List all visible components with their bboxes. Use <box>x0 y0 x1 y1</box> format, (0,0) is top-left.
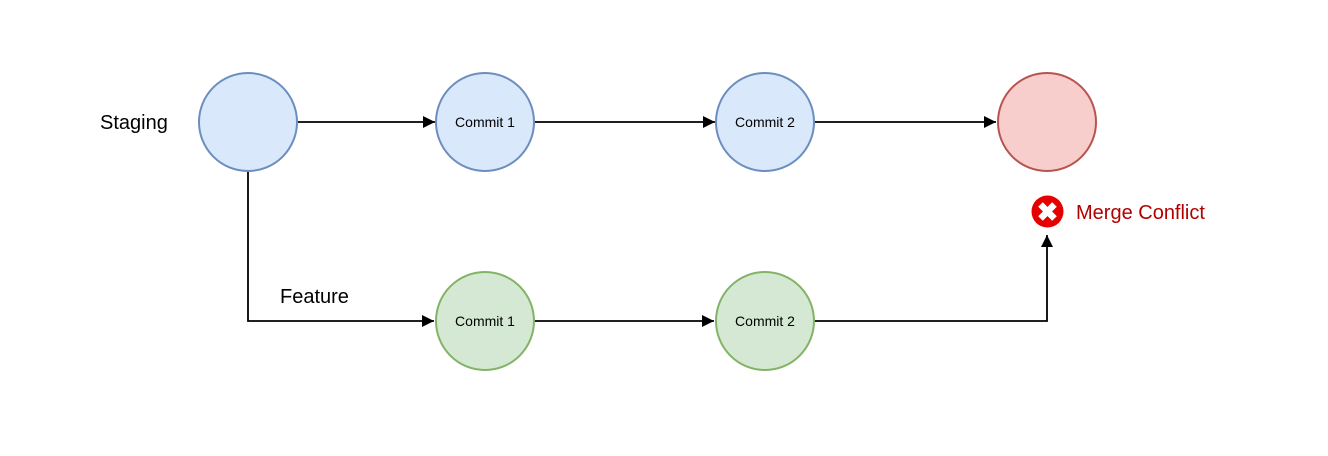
edge-branch-to-feature-commit-1 <box>247 171 434 327</box>
feature-commit-1-circle <box>435 271 535 371</box>
staging-commit-1-label: Commit 1 <box>455 114 515 130</box>
staging-commit-2-circle <box>715 72 815 172</box>
staging-start-node <box>198 72 298 172</box>
merge-target-circle <box>997 72 1097 172</box>
feature-commit-1-label: Commit 1 <box>455 313 515 329</box>
staging-commit-1-node: Commit 1 <box>435 72 535 172</box>
merge-target-node <box>997 72 1097 172</box>
edge-feature-commit-2-to-merge-conflict <box>814 235 1053 322</box>
feature-commit-1-node: Commit 1 <box>435 271 535 371</box>
feature-commit-2-label: Commit 2 <box>735 313 795 329</box>
merge-conflict-annotation: Merge Conflict <box>1031 195 1205 228</box>
feature-commit-2-node: Commit 2 <box>715 271 815 371</box>
staging-commit-2-node: Commit 2 <box>715 72 815 172</box>
feature-commit-2-circle <box>715 271 815 371</box>
feature-branch-label: Feature <box>280 286 349 308</box>
staging-commit-2-label: Commit 2 <box>735 114 795 130</box>
error-x-icon <box>1031 195 1064 228</box>
staging-start-circle <box>198 72 298 172</box>
edges <box>247 116 1053 327</box>
staging-commit-1-circle <box>435 72 535 172</box>
staging-branch-label: Staging <box>100 112 168 134</box>
merge-conflict-label: Merge Conflict <box>1076 202 1205 224</box>
